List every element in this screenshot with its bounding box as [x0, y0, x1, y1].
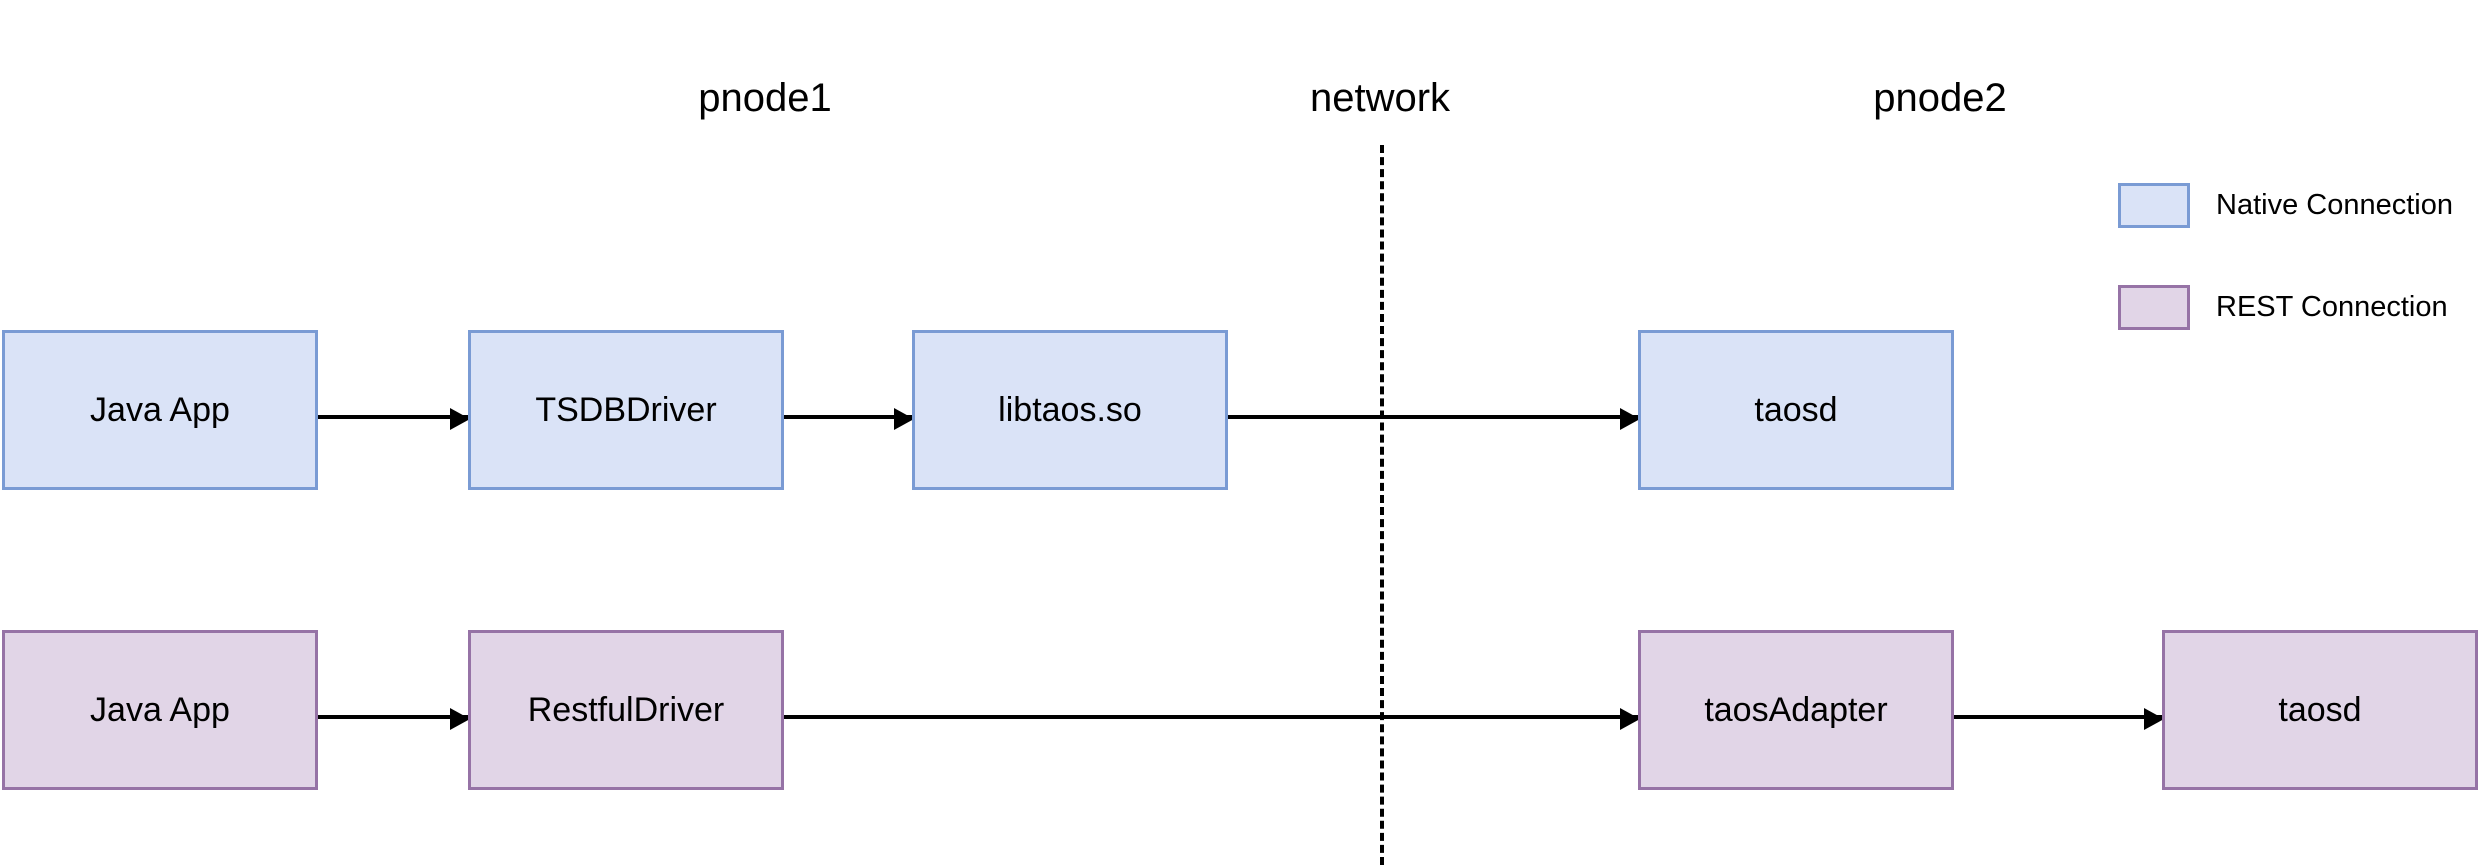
legend-swatch-native-icon — [2118, 183, 2190, 228]
node-label: Java App — [90, 691, 230, 729]
node-label: taosAdapter — [1704, 691, 1888, 729]
zone-label-pnode1: pnode1 — [698, 76, 832, 120]
legend-label-native: Native Connection — [2216, 189, 2453, 221]
node-label: RestfulDriver — [527, 691, 725, 729]
node-label: libtaos.so — [998, 391, 1142, 429]
legend-label-rest: REST Connection — [2216, 291, 2448, 323]
node-taosd-rest: taosd — [2162, 630, 2478, 790]
node-libtaos-so: libtaos.so — [912, 330, 1228, 490]
network-divider — [1380, 145, 1384, 865]
node-taosadapter: taosAdapter — [1638, 630, 1954, 790]
arrow-tsdbdriver-to-libtaos — [784, 408, 914, 430]
node-label: taosd — [2278, 691, 2362, 729]
arrow-java-app-to-restfuldriver — [318, 708, 470, 730]
node-label: Java App — [90, 391, 230, 429]
node-taosd-native: taosd — [1638, 330, 1954, 490]
node-tsdbdriver: TSDBDriver — [468, 330, 784, 490]
node-java-app-native: Java App — [2, 330, 318, 490]
legend-swatch-rest-icon — [2118, 285, 2190, 330]
arrow-restfuldriver-to-taosadapter — [784, 708, 1640, 730]
zone-label-pnode2: pnode2 — [1873, 76, 2007, 120]
arrow-taosadapter-to-taosd — [1954, 708, 2164, 730]
zone-label-network: network — [1309, 76, 1451, 120]
node-label: taosd — [1754, 391, 1838, 429]
legend-item-native-connection: Native Connection — [2118, 183, 2453, 228]
legend-item-rest-connection: REST Connection — [2118, 285, 2448, 330]
node-java-app-rest: Java App — [2, 630, 318, 790]
arrow-libtaos-to-taosd — [1228, 408, 1640, 430]
node-restfuldriver: RestfulDriver — [468, 630, 784, 790]
node-label: TSDBDriver — [535, 391, 717, 429]
arrow-java-app-to-tsdbdriver — [318, 408, 470, 430]
